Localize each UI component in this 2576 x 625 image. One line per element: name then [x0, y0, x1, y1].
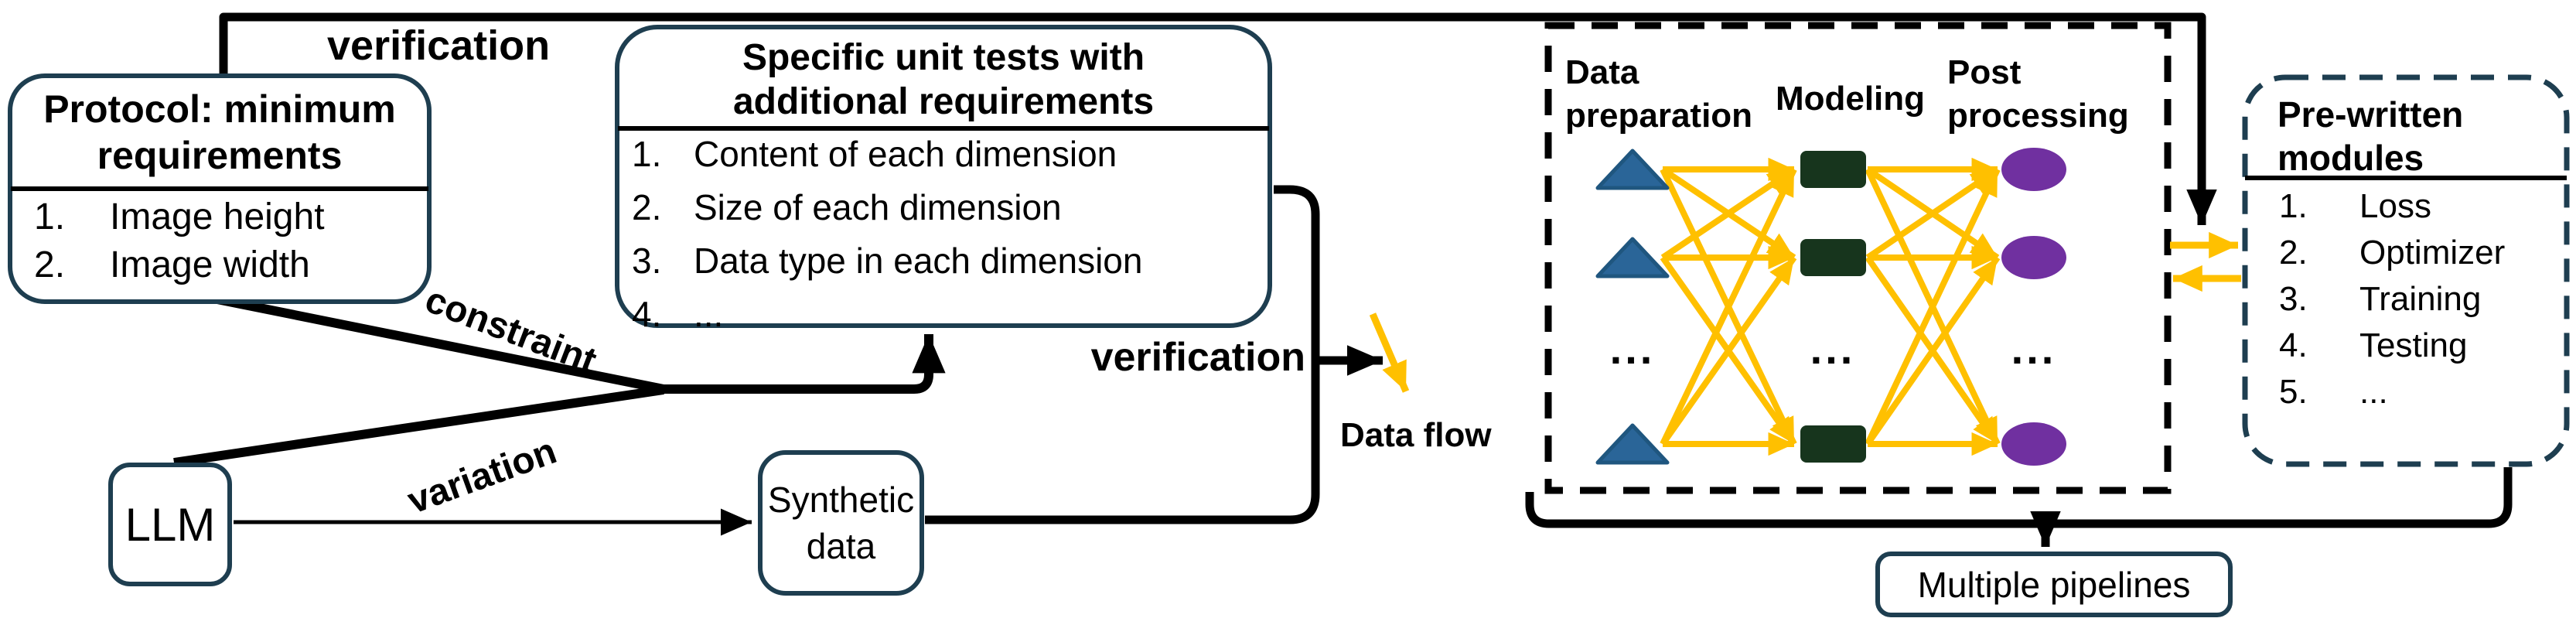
item-text: Training	[2359, 280, 2482, 318]
item-text: Optimizer	[2359, 234, 2506, 272]
item-number: 1.	[34, 196, 66, 237]
data-preparation-header: Data preparation	[1565, 51, 1752, 138]
bottom-connector-line	[1525, 467, 2513, 528]
multiple-pipelines-box: Multiple pipelines	[1875, 552, 2233, 617]
constraint-line	[216, 295, 665, 394]
verification-loop-line	[925, 185, 1320, 524]
item-number: 3.	[2279, 280, 2308, 318]
list-item: 4. Testing	[2245, 326, 2567, 373]
item-text: Size of each dimension	[694, 187, 1062, 227]
verification-feedback-line	[219, 12, 2217, 226]
item-number: 1.	[632, 134, 662, 174]
verification-top-label: verification	[327, 22, 551, 69]
unit-tests-list: 1. Content of each dimension 2. Size of …	[619, 133, 1268, 347]
dataprep-to-modeling-edges	[1660, 157, 1797, 456]
item-number: 1.	[2279, 187, 2308, 225]
modules-list: 1. Loss 2. Optimizer 3. Training 4. Test…	[2245, 187, 2567, 419]
list-item: 2. Optimizer	[2245, 234, 2567, 280]
list-item: 5. ...	[2245, 373, 2567, 419]
list-item: 1. Loss	[2245, 187, 2567, 234]
synthetic-data-box: Synthetic data	[758, 450, 924, 596]
list-item: 1. Image height	[12, 196, 427, 244]
post-processing-header: Post processing	[1947, 51, 2129, 138]
modeling-to-post-edges	[1865, 157, 2001, 456]
modules-title-line2: modules	[2277, 138, 2424, 178]
synthetic-line1: Synthetic	[767, 480, 915, 520]
verification-mid-label: verification	[1090, 335, 1305, 380]
modeling-rect-icons	[1800, 151, 1866, 463]
item-text: Testing	[2359, 326, 2468, 364]
data-preparation-line2: preparation	[1565, 97, 1753, 135]
item-number: 5.	[2279, 373, 2308, 411]
data-preparation-triangle-icons	[1595, 149, 1670, 465]
protocol-separator	[11, 186, 428, 191]
modules-dashed-box	[2242, 74, 2570, 467]
variation-line	[173, 385, 664, 467]
protocol-title-line1: Protocol: minimum	[43, 87, 396, 131]
item-number: 2.	[632, 187, 662, 227]
item-text: Image height	[110, 196, 325, 237]
item-text: Loss	[2359, 187, 2431, 225]
data-preparation-line1: Data	[1565, 53, 1639, 91]
unit-tests-box-title: Specific unit tests with additional requ…	[619, 36, 1268, 124]
list-item: 1. Content of each dimension	[619, 133, 1268, 186]
item-number: 4.	[2279, 326, 2308, 364]
protocol-title-line2: requirements	[97, 134, 343, 177]
multiple-pipelines-label: Multiple pipelines	[1917, 564, 2191, 605]
item-text: Image width	[110, 244, 310, 285]
item-text: ...	[694, 294, 724, 334]
post-processing-ellipse-icons	[2001, 148, 2066, 466]
dataprep-ellipsis: ...	[1609, 324, 1656, 373]
protocol-list: 1. Image height 2. Image width	[12, 196, 427, 292]
item-number: 2.	[2279, 234, 2308, 272]
unit-tests-title-line2: additional requirements	[732, 81, 1155, 122]
item-number: 2.	[34, 244, 66, 285]
post-processing-line1: Post	[1947, 53, 2022, 91]
modeling-header: Modeling	[1775, 80, 1926, 118]
modules-box-title: Pre-written modules	[2277, 93, 2567, 179]
item-text: Content of each dimension	[694, 134, 1117, 174]
unit-tests-box: Specific unit tests with additional requ…	[615, 25, 1272, 334]
protocol-box-title: Protocol: minimum requirements	[12, 86, 427, 179]
merge-to-unit-tests-arrow	[659, 333, 946, 394]
llm-label: LLM	[125, 498, 216, 551]
data-flow-legend-arrow	[1369, 312, 1410, 393]
list-item: 3. Training	[2245, 280, 2567, 326]
item-text: Data type in each dimension	[694, 241, 1143, 281]
unit-tests-title-line1: Specific unit tests with	[742, 37, 1145, 78]
synthetic-line2: data	[806, 526, 876, 566]
list-item: 4. ...	[619, 293, 1268, 347]
protocol-box: Protocol: minimum requirements 1. Image …	[8, 73, 432, 304]
list-item: 2. Size of each dimension	[619, 186, 1268, 240]
item-number: 3.	[632, 241, 662, 281]
item-text: ...	[2359, 373, 2388, 411]
pipeline-dashed-box	[1544, 22, 2172, 494]
unit-tests-separator	[618, 126, 1269, 131]
data-flow-legend-label: Data flow	[1340, 416, 1492, 454]
item-number: 4.	[632, 294, 662, 334]
modeling-ellipsis: ...	[1810, 324, 1856, 373]
llm-box: LLM	[108, 463, 232, 586]
post-ellipsis: ...	[2011, 324, 2057, 373]
post-processing-line2: processing	[1947, 97, 2129, 135]
modules-title-line1: Pre-written	[2277, 94, 2464, 135]
pre-written-modules-box: Pre-written modules 1. Loss 2. Optimizer…	[2245, 77, 2567, 464]
modules-separator	[2245, 176, 2567, 180]
list-item: 2. Image width	[12, 244, 427, 292]
list-item: 3. Data type in each dimension	[619, 240, 1268, 293]
